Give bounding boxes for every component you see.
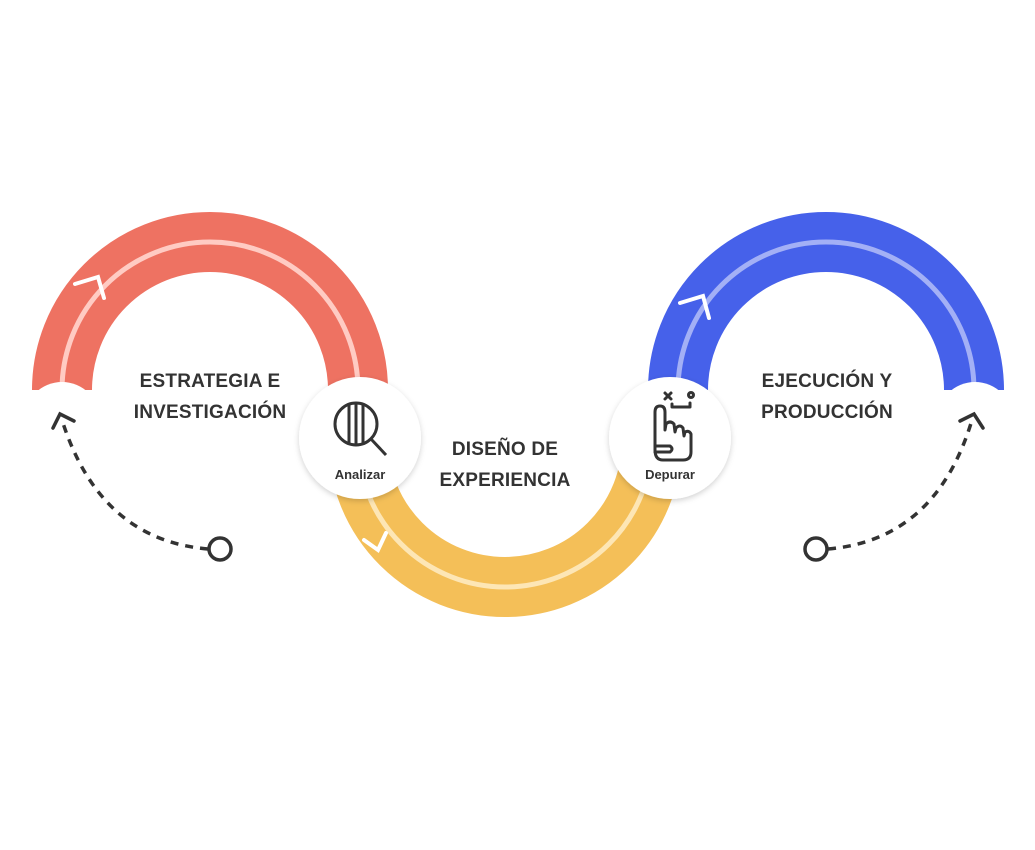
stage-arc-ejecucion [648,212,1004,391]
stage-arc-estrategia [32,212,388,391]
node-analizar[interactable]: Analizar [299,377,421,499]
title-line: EXPERIENCIA [439,470,571,491]
chevron-icon [73,274,106,300]
stage-arc-diseno [328,439,682,617]
title-line: EJECUCIÓN Y [761,371,893,392]
node-label: Analizar [335,467,386,482]
hand-pointer-icon [653,391,695,462]
dashed-arrow-left [51,411,233,562]
title-line: INVESTIGACIÓN [133,402,287,423]
stage-title-diseno: DISEÑO DE EXPERIENCIA [405,434,605,496]
stage-title-estrategia: ESTRATEGIA E INVESTIGACIÓN [110,366,310,428]
arc-end-cap [24,382,100,458]
node-depurar[interactable]: Depurar [609,377,731,499]
title-line: ESTRATEGIA E [139,371,281,392]
magnifier-icon [333,401,388,457]
node-label: Depurar [645,467,695,482]
chevron-icon [362,531,388,554]
stage-title-ejecucion: EJECUCIÓN Y PRODUCCIÓN [727,366,927,428]
title-line: DISEÑO DE [451,439,559,460]
chevron-icon [678,293,711,320]
dashed-arrow-right [803,411,985,562]
title-line: PRODUCCIÓN [761,402,893,423]
arc-end-cap [937,382,1013,458]
